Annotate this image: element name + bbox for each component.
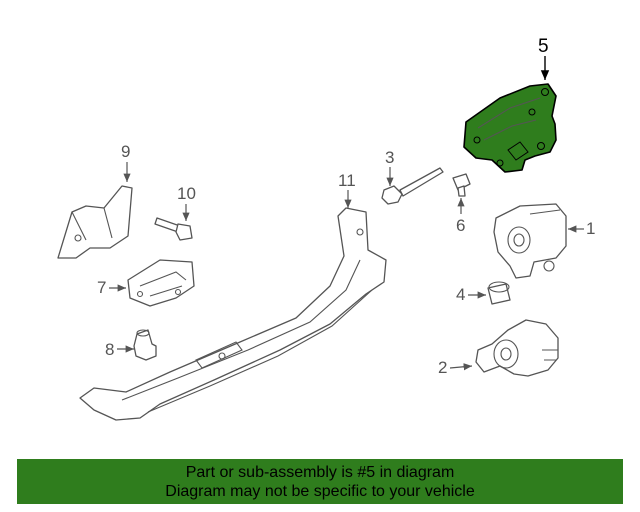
part-10-bolt[interactable] xyxy=(154,217,193,241)
part-3-bolt[interactable] xyxy=(381,167,444,205)
parts-diagram: 5 1 3 6 4 2 9 10 11 7 8 xyxy=(57,36,595,421)
callout-9: 9 xyxy=(121,142,130,161)
callout-3: 3 xyxy=(385,148,394,167)
footer-line-1: Part or sub-assembly is #5 in diagram xyxy=(185,463,455,481)
footer-banner: Part or sub-assembly is #5 in diagram Di… xyxy=(17,459,623,504)
callout-10: 10 xyxy=(177,184,196,203)
callout-2: 2 xyxy=(438,358,447,377)
part-1-engine-mount[interactable] xyxy=(493,203,567,279)
callout-7: 7 xyxy=(97,278,106,297)
footer-line-2: Diagram may not be specific to your vehi… xyxy=(165,482,475,500)
part-9-bracket[interactable] xyxy=(57,185,133,259)
part-11-crossmember[interactable] xyxy=(79,207,387,421)
part-2-transmission-mount[interactable] xyxy=(475,319,559,377)
part-4-bushing[interactable] xyxy=(487,281,511,305)
part-5-mount-bracket[interactable] xyxy=(463,83,557,173)
callout-11: 11 xyxy=(338,171,356,190)
callout-8: 8 xyxy=(105,340,114,359)
callout-4: 4 xyxy=(456,285,465,304)
part-6-stud[interactable] xyxy=(452,173,471,197)
callout-6: 6 xyxy=(456,216,465,235)
part-7-bracket[interactable] xyxy=(127,259,195,307)
part-8-nut[interactable] xyxy=(133,329,157,361)
callout-1: 1 xyxy=(586,219,595,238)
callout-5: 5 xyxy=(538,36,549,57)
